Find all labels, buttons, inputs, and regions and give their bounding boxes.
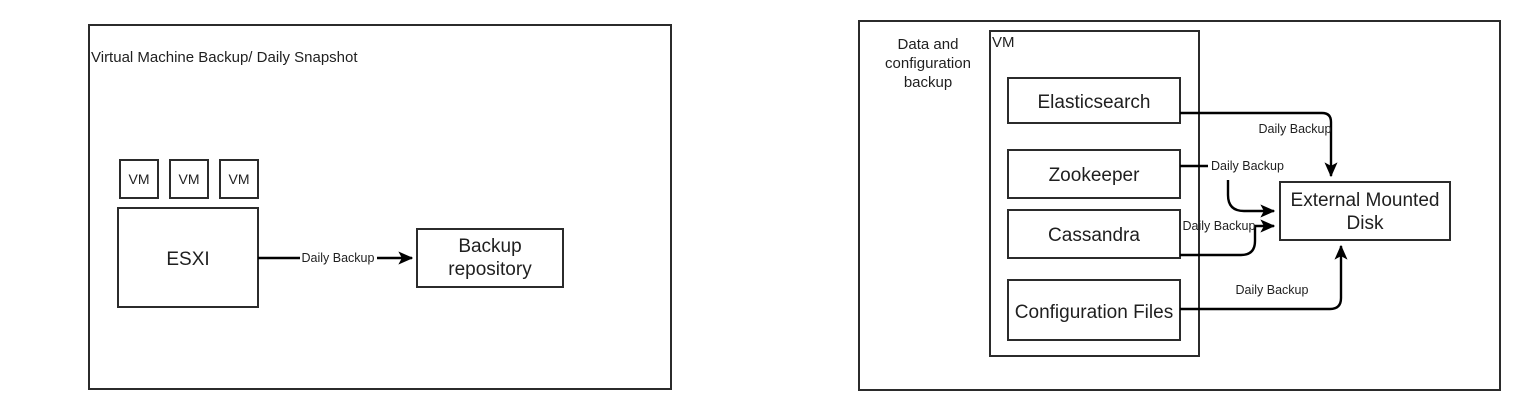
vm-tag-box-1[interactable] — [119, 159, 159, 199]
service-box-zookeeper[interactable] — [1007, 149, 1181, 199]
backup-repository-box[interactable] — [416, 228, 564, 288]
service-label-elasticsearch: Elasticsearch — [1038, 92, 1151, 113]
service-box-configuration-files[interactable] — [1007, 279, 1181, 341]
edge-cassandra-to-disk — [1180, 219, 1276, 257]
edge-elasticsearch-to-disk — [1180, 111, 1338, 178]
edge-label-cassandra-daily-backup: Daily Backup — [1183, 219, 1256, 233]
backup-repository-label-line2: repository — [448, 259, 532, 280]
vm-tag-label-1: VM — [129, 171, 150, 187]
right-panel-group-label-line3: backup — [904, 74, 952, 91]
backup-repository-label-line1: Backup — [458, 236, 521, 257]
vm-tag-label-2: VM — [179, 171, 200, 187]
edge-configuration-files-to-disk — [1180, 244, 1348, 311]
external-mounted-disk-box[interactable] — [1279, 181, 1451, 241]
external-mounted-disk-label-line2: Disk — [1347, 213, 1384, 234]
external-mounted-disk-label-line1: External Mounted — [1291, 190, 1440, 211]
esxi-box[interactable] — [117, 207, 259, 308]
vm-tag-box-3[interactable] — [219, 159, 259, 199]
vm-tag-box-2[interactable] — [169, 159, 209, 199]
vm-container-label: VM — [992, 34, 1015, 51]
service-box-cassandra[interactable] — [1007, 209, 1181, 259]
right-panel-group-label-line1: Data and — [898, 36, 959, 53]
edge-label-esxi-daily-backup: Daily Backup — [302, 251, 375, 265]
edge-label-elasticsearch-daily-backup: Daily Backup — [1259, 122, 1332, 136]
edge-label-zookeeper-daily-backup: Daily Backup — [1211, 159, 1284, 173]
vm-tag-label-3: VM — [229, 171, 250, 187]
left-panel-title: Virtual Machine Backup/ Daily Snapshot — [91, 49, 358, 66]
service-label-cassandra: Cassandra — [1048, 225, 1140, 246]
edge-label-configuration-files-daily-backup: Daily Backup — [1236, 283, 1309, 297]
esxi-label: ESXI — [166, 249, 209, 270]
right-panel-group-label-line2: configuration — [885, 55, 971, 72]
service-label-zookeeper: Zookeeper — [1049, 165, 1141, 186]
service-box-elasticsearch[interactable] — [1007, 77, 1181, 124]
service-label-configuration-files: Configuration Files — [1015, 302, 1173, 323]
edge-zookeeper-to-disk — [1226, 180, 1276, 218]
